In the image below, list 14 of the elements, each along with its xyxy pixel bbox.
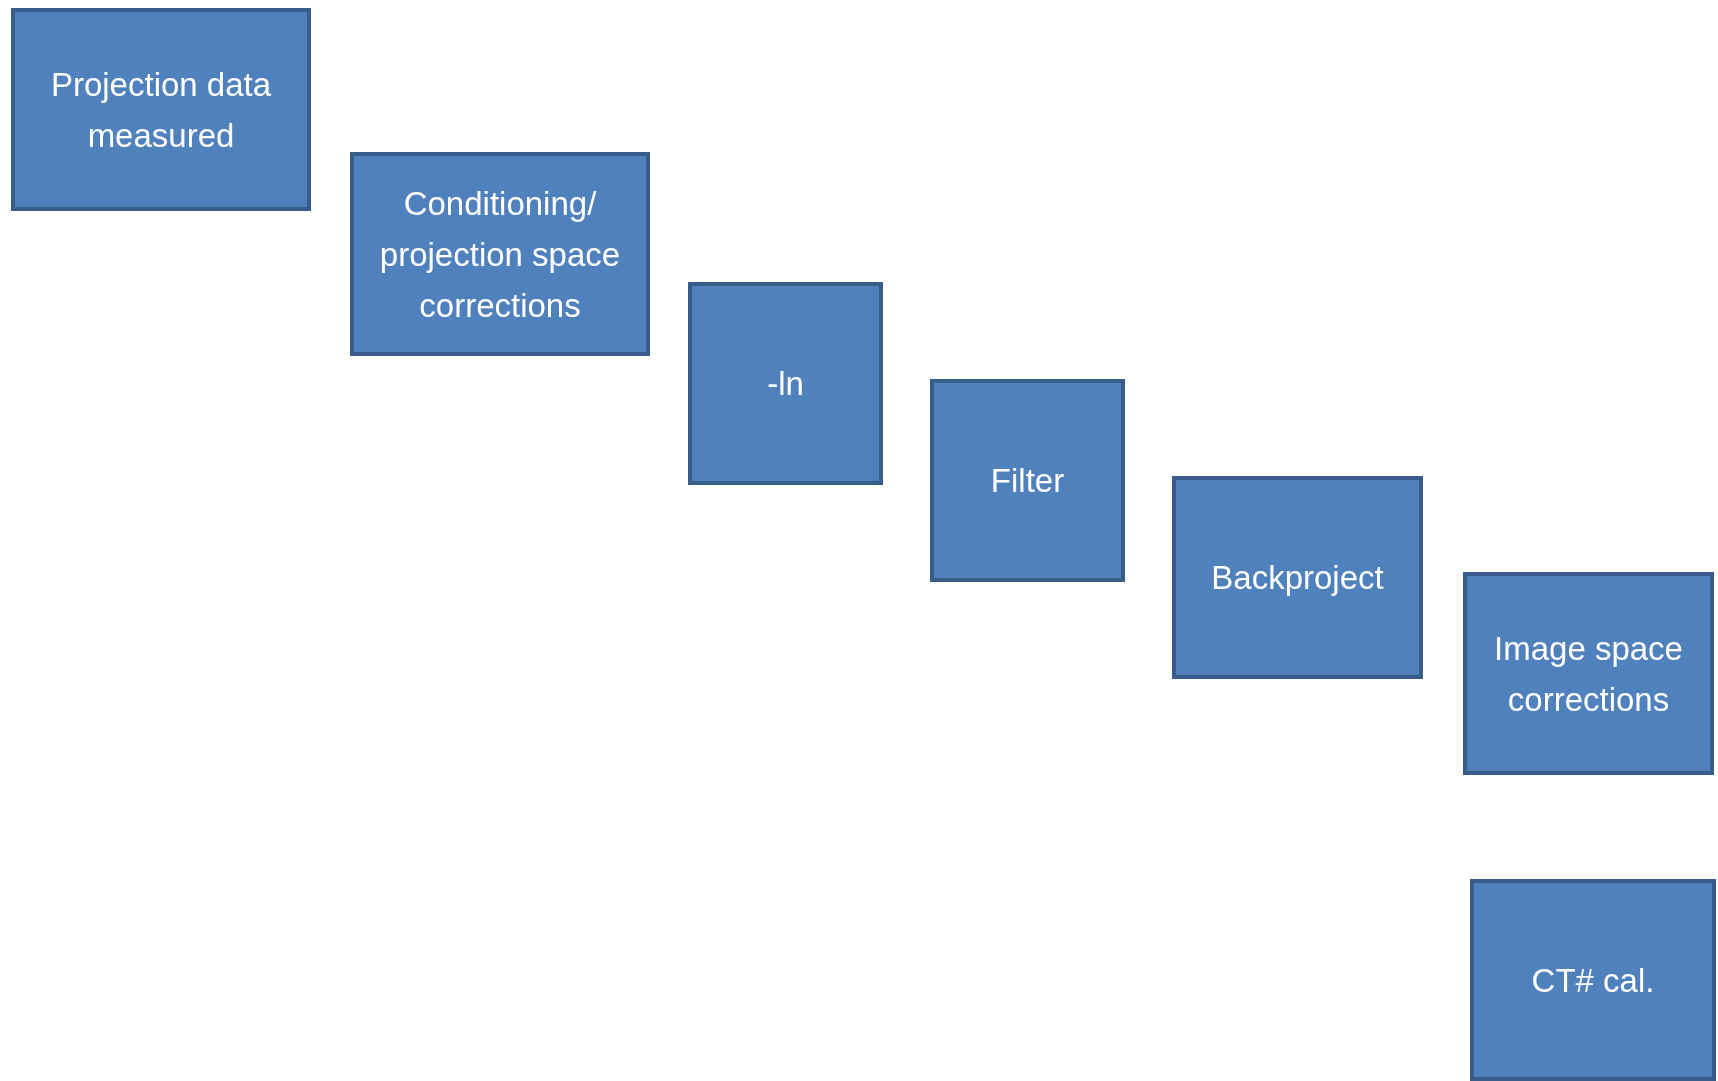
process-box — [930, 379, 1125, 582]
box-label: Filter — [990, 461, 1065, 501]
process-box — [1470, 879, 1716, 1081]
box-label: Conditioning/ projection space corrections — [378, 183, 622, 326]
box-label: Projection data measured — [49, 64, 273, 156]
box-label: Image space corrections — [1493, 628, 1684, 720]
process-box — [350, 152, 650, 356]
box-label: Backproject — [1211, 558, 1384, 598]
process-box — [688, 282, 883, 485]
process-box — [11, 8, 311, 211]
box-label: -ln — [767, 364, 804, 404]
process-box — [1463, 572, 1714, 775]
box-label: CT# cal. — [1531, 960, 1655, 1001]
process-box — [1172, 476, 1423, 679]
